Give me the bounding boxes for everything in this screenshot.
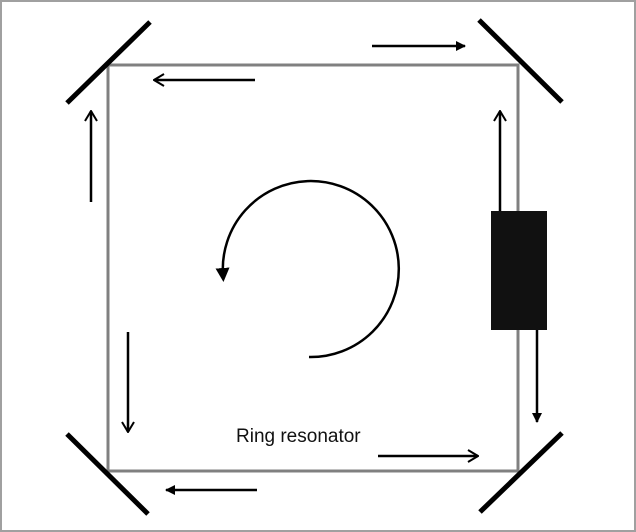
ring-resonator-label: Ring resonator	[236, 426, 361, 447]
mirror-bottom-left	[65, 432, 150, 516]
circulation-arrow	[215, 179, 401, 359]
gain-medium-block	[491, 211, 547, 330]
cavity-path	[106, 63, 520, 473]
mirror-top-right	[477, 18, 564, 104]
mirror-bottom-right	[478, 431, 564, 514]
mirror-top-left	[65, 20, 152, 105]
